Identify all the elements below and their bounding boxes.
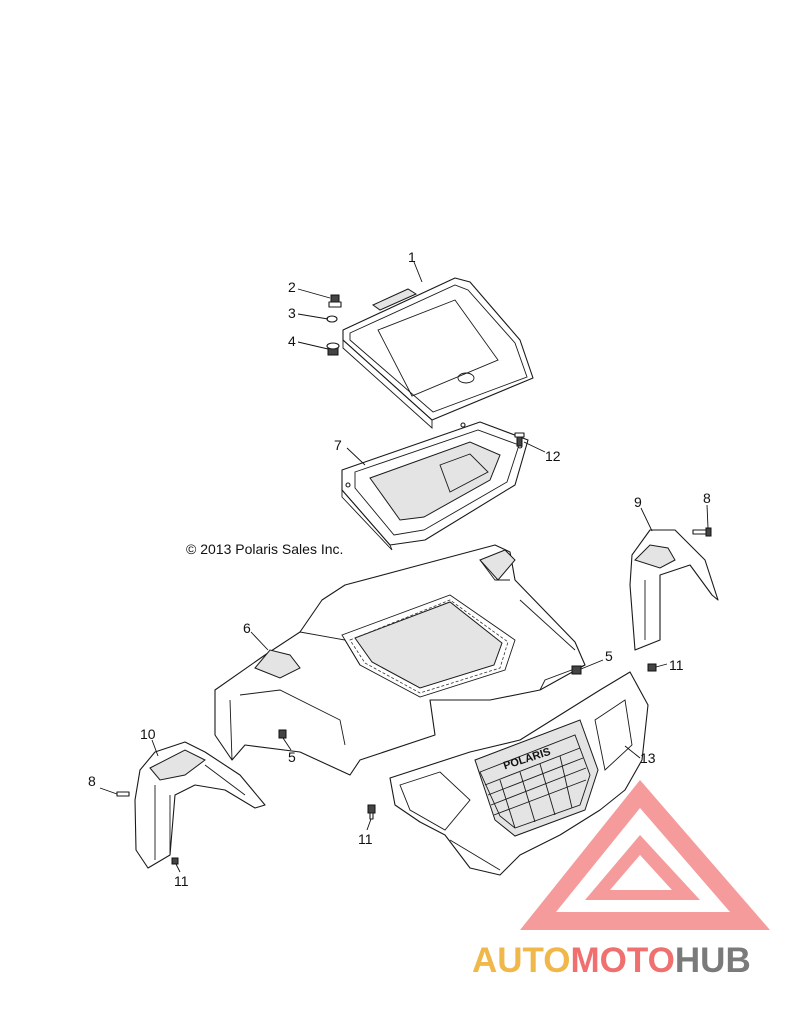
callout-12: 12 (545, 448, 561, 464)
callout-11-right: 11 (669, 657, 684, 673)
callout-7: 7 (334, 437, 342, 453)
part-fender-right (629, 529, 719, 651)
part-main-hood (214, 544, 586, 776)
watermark-logo-mark (520, 780, 770, 930)
callout-10: 10 (140, 726, 156, 742)
callout-4: 4 (288, 333, 296, 349)
callout-8-right: 8 (703, 490, 711, 506)
part-hood-lid (342, 277, 534, 430)
watermark-auto: AUTO (472, 941, 571, 980)
nut-11-right (647, 663, 657, 672)
nut-11-left (171, 857, 179, 865)
svg-text:AUTOMOTOHUB: AUTOMOTOHUB (472, 941, 751, 980)
clip-5-left (278, 729, 287, 739)
grille-mesh (484, 747, 587, 829)
callout-5-left: 5 (288, 749, 296, 765)
callout-13: 13 (640, 750, 656, 766)
leader-lines (99, 261, 709, 873)
callout-11-center: 11 (358, 831, 373, 847)
fastener-stack (326, 294, 342, 356)
callout-2: 2 (288, 279, 296, 295)
part-fender-left (134, 741, 266, 869)
watermark-moto: MOTO (571, 941, 675, 980)
copyright-notice: © 2013 Polaris Sales Inc. (186, 541, 343, 557)
screw-8-left (116, 791, 130, 797)
callout-9: 9 (634, 494, 642, 510)
callout-11-left: 11 (174, 873, 189, 889)
callout-1: 1 (408, 249, 416, 265)
callout-5-right: 5 (605, 648, 613, 664)
callout-6: 6 (243, 620, 251, 636)
screw-12 (514, 432, 525, 447)
clip-5-right (571, 665, 582, 675)
watermark-wordmark: AUTOMOTOHUB (472, 941, 751, 980)
callout-8-left: 8 (88, 773, 96, 789)
part-front-bumper (389, 671, 649, 876)
part-storage-tub (341, 421, 529, 551)
watermark-hub: HUB (675, 941, 751, 980)
screw-8-right (692, 527, 712, 537)
callout-3: 3 (288, 305, 296, 321)
pushpin-11-center (367, 804, 376, 820)
